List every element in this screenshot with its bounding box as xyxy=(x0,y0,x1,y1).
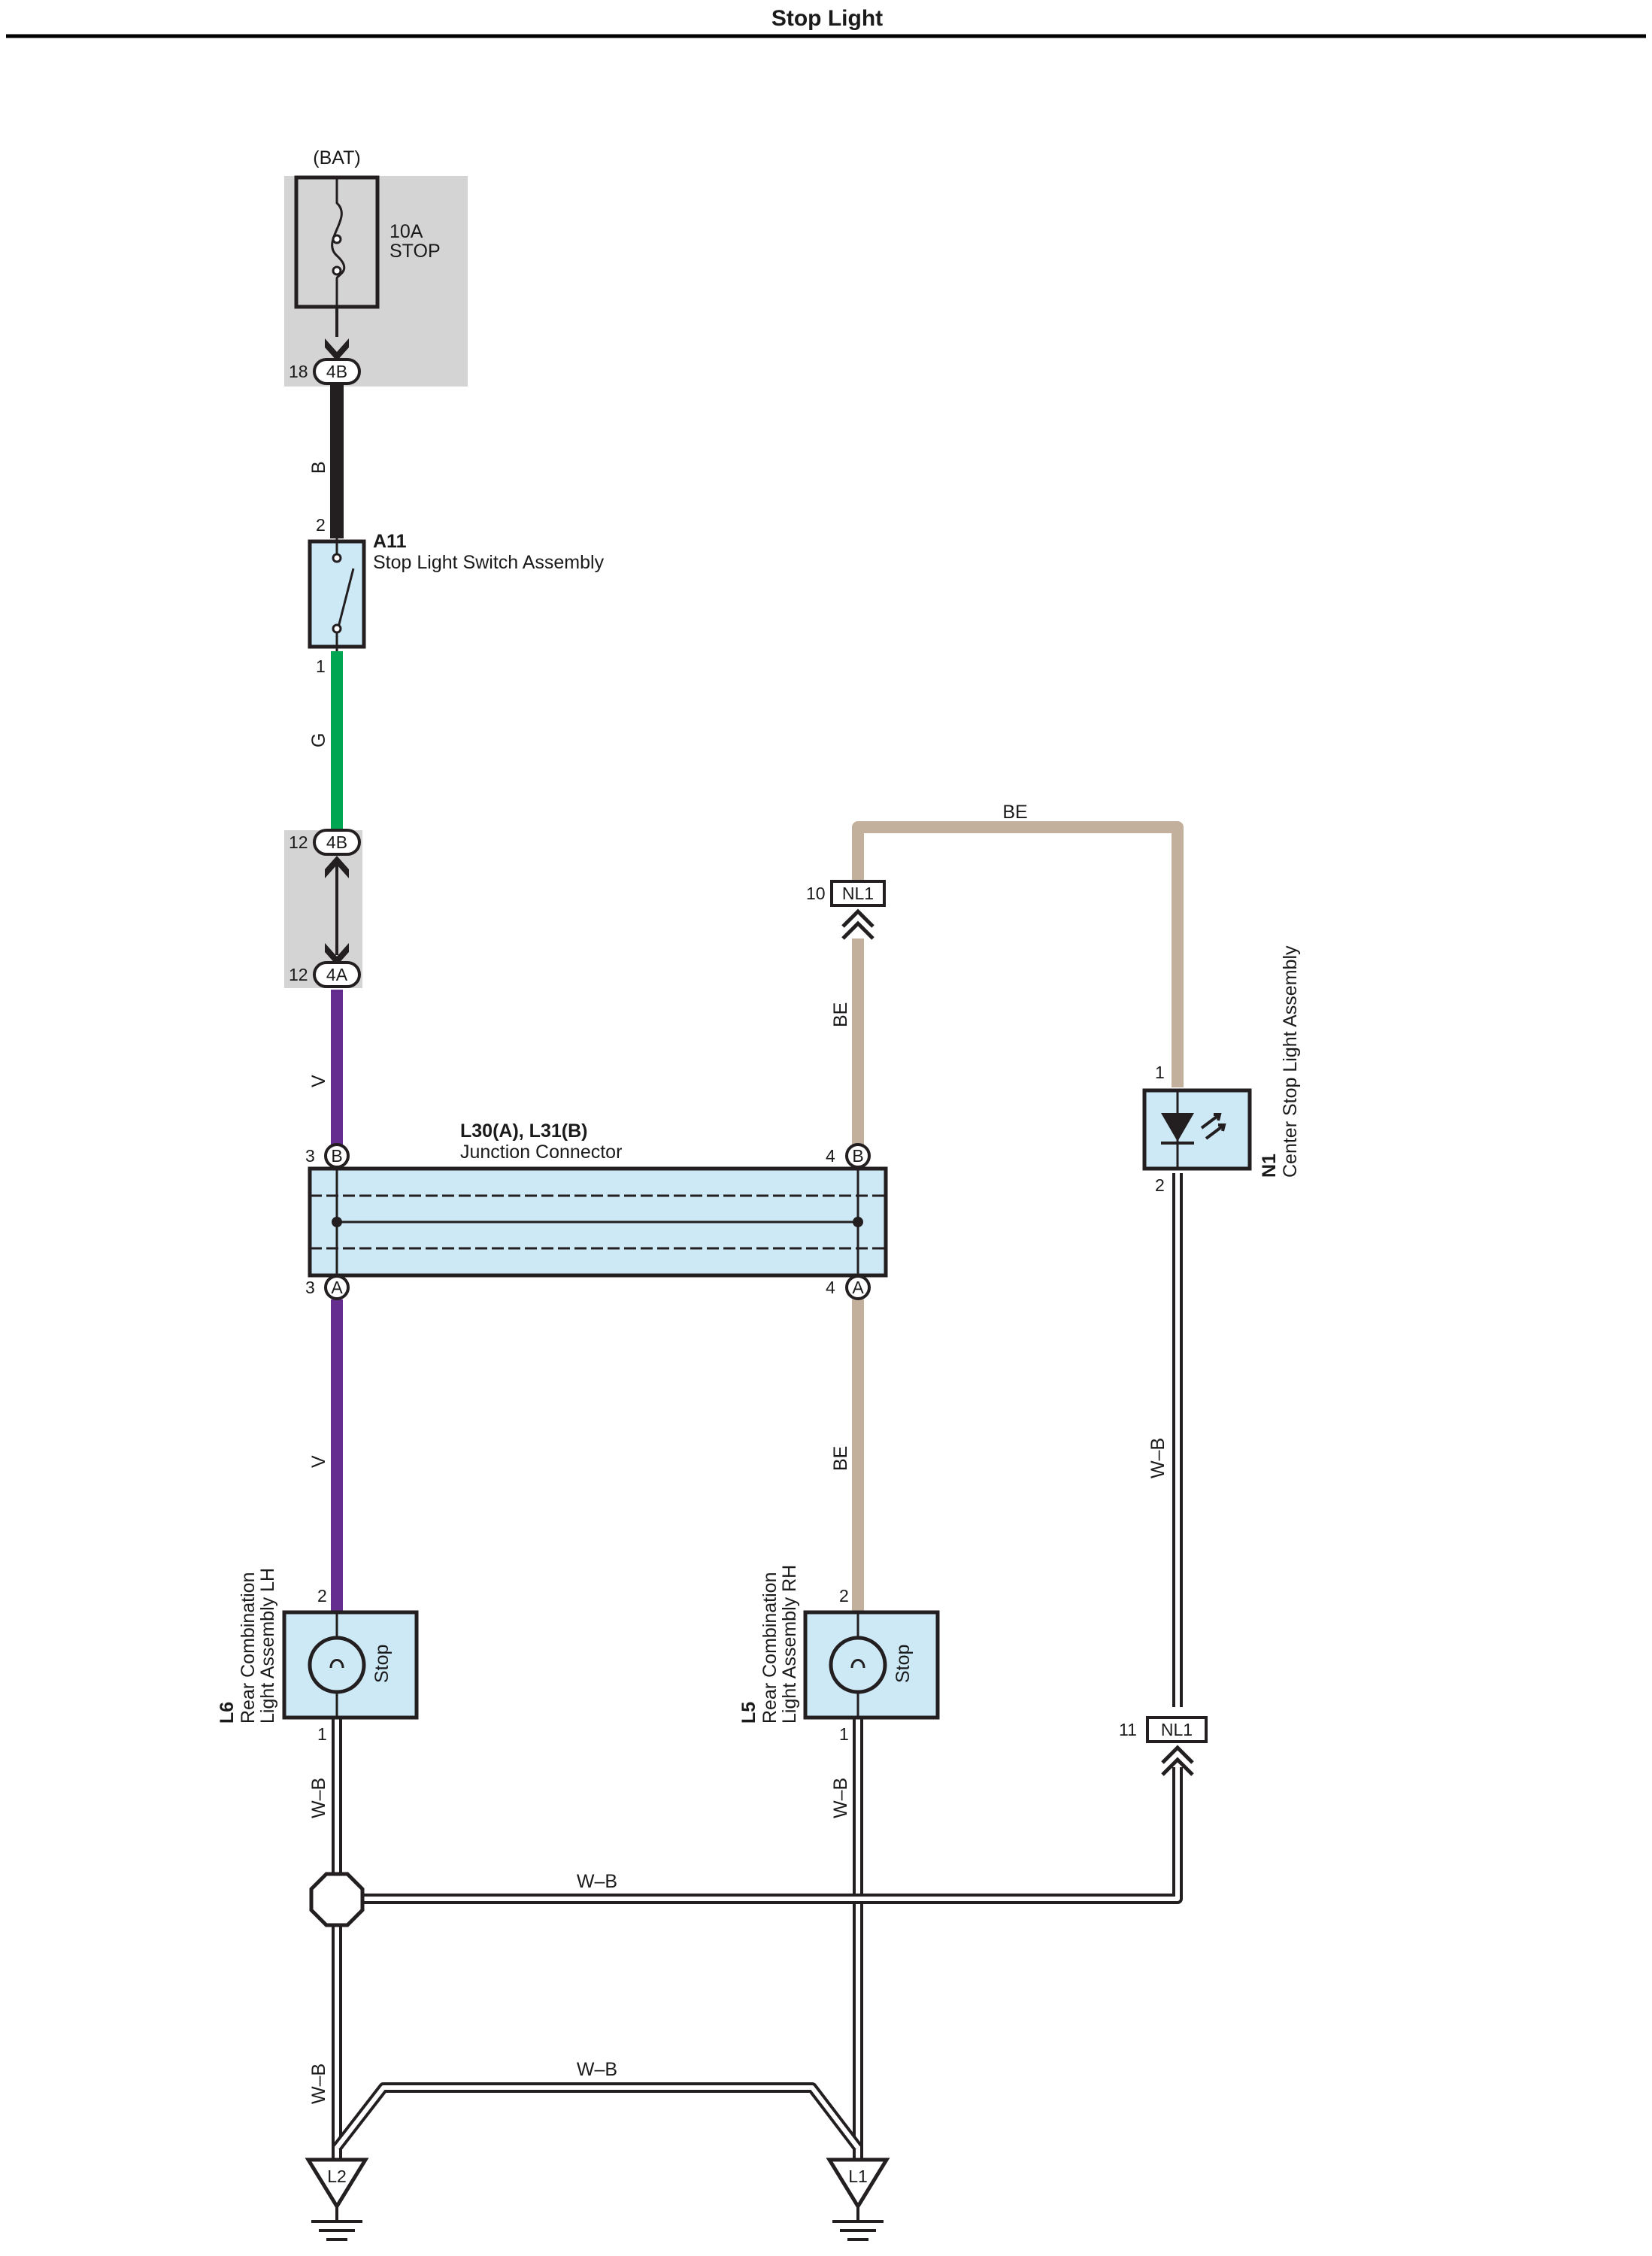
a11-id: A11 xyxy=(373,531,407,552)
connector-arrow-nl1-lower xyxy=(1161,1745,1194,1776)
l5-pin-top: 2 xyxy=(839,1586,849,1606)
junction-pin-b-right: B xyxy=(845,1143,871,1169)
pin-4b-mid: 12 xyxy=(289,832,308,852)
svg-text:NL1: NL1 xyxy=(842,884,874,903)
n1-light-arrows xyxy=(1200,1113,1226,1140)
connector-4a-mid xyxy=(313,961,361,988)
connector-arrow-4b-mid xyxy=(325,856,349,878)
l6-bulb-label: Stop xyxy=(371,1645,393,1683)
wire-label-g: G xyxy=(308,733,329,747)
wire-label-v-lower: V xyxy=(308,1455,329,1468)
svg-text:NL1: NL1 xyxy=(1161,1720,1193,1739)
connector-arrow-nl1-upper xyxy=(841,908,874,940)
svg-text:B: B xyxy=(852,1146,863,1166)
wire-label-wb-l6: W–B xyxy=(308,1778,329,1818)
svg-text:4: 4 xyxy=(826,1278,835,1297)
connector-arrow-4b-top xyxy=(325,338,349,361)
l5-pin-bottom: 1 xyxy=(839,1724,849,1744)
wire-wb-group xyxy=(332,1173,1183,2160)
junction-pin-a-right: A xyxy=(845,1275,871,1300)
pin-4b-top: 18 xyxy=(289,362,308,381)
ground-l1-label: L1 xyxy=(848,2167,868,2186)
wire-label-wb-left-low: W–B xyxy=(308,2063,329,2104)
ground-l1 xyxy=(826,2157,890,2241)
a11-switch-blade xyxy=(337,568,355,628)
fuse-name: STOP xyxy=(390,241,441,262)
n1-name: Center Stop Light Assembly xyxy=(1280,945,1301,1178)
l5-id: L5 xyxy=(738,1702,759,1724)
connector-4b-top xyxy=(313,358,361,385)
connector-nl1-lower xyxy=(1146,1716,1208,1743)
wire-label-wb-l5: W–B xyxy=(830,1778,851,1818)
ground-l2 xyxy=(305,2157,369,2241)
l5-name-1: Rear Combination xyxy=(759,1572,781,1724)
n1-led-icon xyxy=(1161,1113,1194,1142)
wire-label-wb-n1: W–B xyxy=(1147,1438,1169,1478)
svg-text:A: A xyxy=(852,1278,864,1297)
a11-pin-top: 2 xyxy=(316,515,326,535)
pin-4a-mid: 12 xyxy=(289,965,308,984)
n1-box xyxy=(1142,1088,1252,1171)
diagram-title: Stop Light xyxy=(771,6,883,31)
wire-label-be-upper: BE xyxy=(830,1002,851,1027)
wire-be-top xyxy=(852,821,1184,1087)
l5-bulb-label: Stop xyxy=(893,1645,914,1683)
svg-text:4A: 4A xyxy=(326,965,348,984)
connector-nl1-upper xyxy=(830,880,886,907)
junction-name: Junction Connector xyxy=(460,1142,622,1163)
wire-label-be-lower: BE xyxy=(830,1446,851,1471)
svg-text:A: A xyxy=(331,1278,343,1297)
svg-text:3: 3 xyxy=(305,1146,315,1166)
wire-label-v-upper: V xyxy=(308,1075,329,1087)
l6-pin-top: 2 xyxy=(317,1586,327,1606)
wire-label-be-top: BE xyxy=(1002,802,1027,823)
n1-pin-top: 1 xyxy=(1155,1063,1165,1082)
ground-l2-label: L2 xyxy=(327,2167,347,2186)
svg-text:4B: 4B xyxy=(326,832,347,852)
l5-name-2: Light Assembly RH xyxy=(779,1565,800,1724)
l6-name-1: Rear Combination xyxy=(238,1572,259,1724)
bat-label: (BAT) xyxy=(313,147,360,168)
wire-label-b: B xyxy=(308,461,329,474)
pin-nl1-lower: 11 xyxy=(1119,1720,1137,1739)
l6-pin-bottom: 1 xyxy=(317,1724,327,1744)
pin-nl1-upper: 10 xyxy=(806,884,826,903)
wire-label-wb-bottom: W–B xyxy=(577,2059,617,2080)
splice-point xyxy=(309,1872,365,1927)
svg-text:B: B xyxy=(331,1146,342,1166)
svg-text:4: 4 xyxy=(826,1146,835,1166)
l6-name-2: Light Assembly LH xyxy=(257,1568,278,1724)
svg-text:4B: 4B xyxy=(326,362,347,381)
junction-pin-a-left: A xyxy=(324,1275,350,1300)
a11-name: Stop Light Switch Assembly xyxy=(373,552,605,573)
l6-id: L6 xyxy=(217,1702,238,1724)
l6-box xyxy=(282,1610,419,1720)
svg-text:3: 3 xyxy=(305,1278,315,1297)
a11-pin-bottom: 1 xyxy=(316,656,326,676)
n1-pin-bottom: 2 xyxy=(1155,1175,1165,1195)
connector-4b-mid xyxy=(313,829,361,856)
fuse-symbol xyxy=(331,177,346,307)
l5-box xyxy=(803,1610,940,1720)
fuse-amp: 10A xyxy=(390,221,423,242)
junction-id: L30(A), L31(B) xyxy=(460,1120,587,1142)
junction-pin-b-left: B xyxy=(324,1143,350,1169)
wire-label-wb-splice: W–B xyxy=(577,1871,617,1892)
n1-id: N1 xyxy=(1259,1154,1280,1178)
